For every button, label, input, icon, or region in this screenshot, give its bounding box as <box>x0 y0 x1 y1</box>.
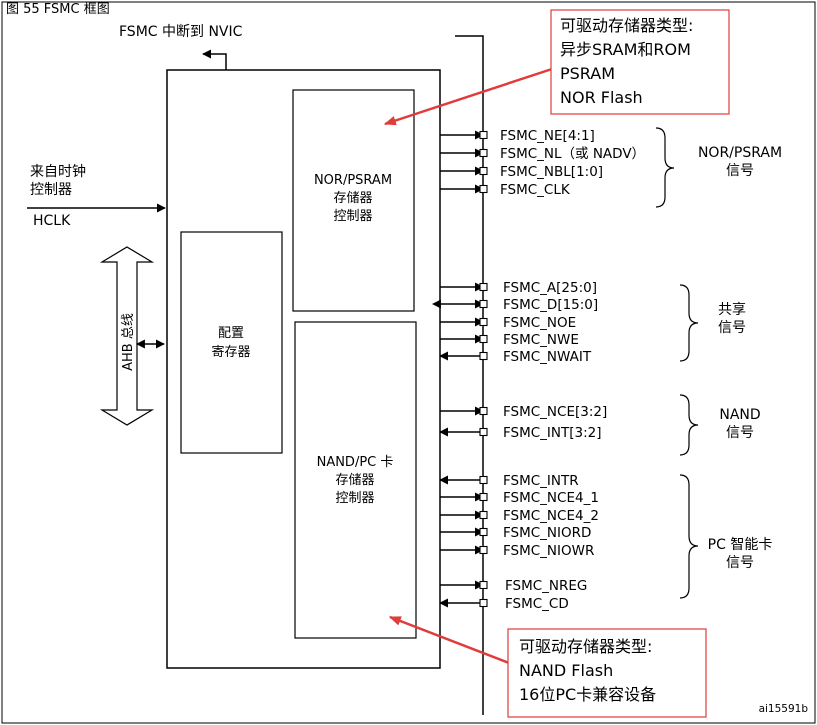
brace-nor-psram <box>655 127 675 208</box>
pin-fsmc-a-25-0 <box>479 282 488 292</box>
pin-fsmc-nce4-1 <box>479 492 488 502</box>
signal-label-fsmc-noe: FSMC_NOE <box>503 315 576 331</box>
figure-caption: 图 55 FSMC 框图 <box>6 2 110 17</box>
group-nor-psram-line2: 信号 <box>726 163 754 179</box>
nand-controller-label-line2: 存储器 <box>335 473 374 488</box>
signal-label-fsmc-niowr: FSMC_NIOWR <box>503 543 594 559</box>
signal-label-fsmc-nwe: FSMC_NWE <box>503 332 579 348</box>
nor-controller-label-line1: NOR/PSRAM <box>314 173 392 188</box>
signal-label-fsmc-clk: FSMC_CLK <box>500 182 571 198</box>
bottom-callout-arrow <box>388 615 510 665</box>
signal-label-fsmc-int-3-2: FSMC_INT[3:2] <box>503 425 602 441</box>
clock-source-label-line2: 控制器 <box>30 182 72 198</box>
pin-fsmc-ne-4-1 <box>479 130 488 140</box>
top-callout-line3: PSRAM <box>560 64 615 83</box>
pin-fsmc-nwait <box>479 351 488 361</box>
brace-shared <box>679 284 699 362</box>
signals-layer: FSMC_NE[4:1] FSMC_NL（或 NADV） FSMC_NBL[1:0]… <box>431 128 645 612</box>
top-callout-arrow <box>383 67 553 126</box>
signal-label-fsmc-niord: FSMC_NIORD <box>503 525 591 541</box>
pin-fsmc-nce-3-2 <box>479 406 488 416</box>
signal-label-fsmc-nbl-1-0: FSMC_NBL[1:0] <box>500 164 603 180</box>
brace-nand <box>679 394 699 456</box>
top-callout-line2: 异步SRAM和ROM <box>560 40 691 59</box>
nand-controller-label-line1: NAND/PC 卡 <box>317 455 394 470</box>
group-nand-line1: NAND <box>719 407 760 423</box>
signal-label-fsmc-nl-nadv: FSMC_NL（或 NADV） <box>500 146 645 162</box>
signal-label-fsmc-d-15-0: FSMC_D[15:0] <box>503 297 598 313</box>
nand-pccard-controller-block <box>294 321 417 639</box>
nor-psram-controller-block <box>292 89 415 312</box>
figure-id: ai15591b <box>759 703 809 715</box>
ahb-bus-label: AHB 总线 <box>121 313 136 371</box>
group-nand-line2: 信号 <box>726 425 754 441</box>
signal-label-fsmc-ne-4-1: FSMC_NE[4:1] <box>500 128 595 144</box>
bottom-callout-line3: 16位PC卡兼容设备 <box>519 685 656 704</box>
bottom-callout-line1: 可驱动存储器类型: <box>519 637 652 656</box>
bottom-callout-line2: NAND Flash <box>519 661 613 680</box>
config-register-label-line1: 配置 <box>218 326 244 341</box>
nvic-label: FSMC 中断到 NVIC <box>119 24 243 40</box>
pin-fsmc-nwe <box>479 334 488 344</box>
signal-label-fsmc-nreg: FSMC_NREG <box>505 578 587 594</box>
pin-fsmc-nreg <box>479 580 488 590</box>
top-callout-box <box>550 9 730 115</box>
brace-pc-card <box>679 474 699 599</box>
group-shared-line1: 共享 <box>718 301 746 318</box>
bottom-callout-box <box>507 628 707 718</box>
nvic-arrow <box>202 49 227 70</box>
signal-label-fsmc-nwait: FSMC_NWAIT <box>503 349 592 365</box>
signal-label-fsmc-nce-3-2: FSMC_NCE[3:2] <box>503 404 607 420</box>
pin-fsmc-niord <box>479 527 488 537</box>
nor-controller-label-line2: 存储器 <box>333 191 372 206</box>
signal-label-fsmc-intr: FSMC_INTR <box>503 473 579 489</box>
pin-fsmc-intr <box>479 475 488 485</box>
pin-fsmc-d-15-0 <box>479 299 488 309</box>
top-callout-line1: 可驱动存储器类型: <box>560 16 693 35</box>
pin-fsmc-nbl-1-0 <box>479 166 488 176</box>
pin-fsmc-noe <box>479 317 488 327</box>
hclk-label: HCLK <box>33 213 71 229</box>
signal-label-fsmc-cd: FSMC_CD <box>505 596 569 612</box>
top-callout-line4: NOR Flash <box>560 88 643 107</box>
config-register-block <box>180 231 283 454</box>
pin-fsmc-cd <box>479 598 488 608</box>
group-pc-card-line2: 信号 <box>726 555 754 571</box>
ahb-bus-arrow <box>99 246 155 426</box>
nand-controller-label-line3: 控制器 <box>335 491 374 506</box>
nor-controller-label-line3: 控制器 <box>333 209 372 224</box>
signal-label-fsmc-nce4-2: FSMC_NCE4_2 <box>503 508 599 524</box>
pin-fsmc-nl-nadv <box>479 148 488 158</box>
group-pc-card-line1: PC 智能卡 <box>708 537 773 553</box>
pin-fsmc-int-3-2 <box>479 427 488 437</box>
pin-fsmc-niowr <box>479 545 488 555</box>
signal-label-fsmc-a-25-0: FSMC_A[25:0] <box>503 280 597 296</box>
pin-fsmc-nce4-2 <box>479 510 488 520</box>
config-register-label-line2: 寄存器 <box>211 344 250 360</box>
signal-label-fsmc-nce4-1: FSMC_NCE4_1 <box>503 490 599 506</box>
clock-source-label-line1: 来自时钟 <box>30 163 86 180</box>
pin-boundary-line <box>455 35 484 715</box>
pin-fsmc-clk <box>479 184 488 194</box>
group-shared-line2: 信号 <box>718 320 746 336</box>
group-nor-psram-line1: NOR/PSRAM <box>698 145 782 161</box>
